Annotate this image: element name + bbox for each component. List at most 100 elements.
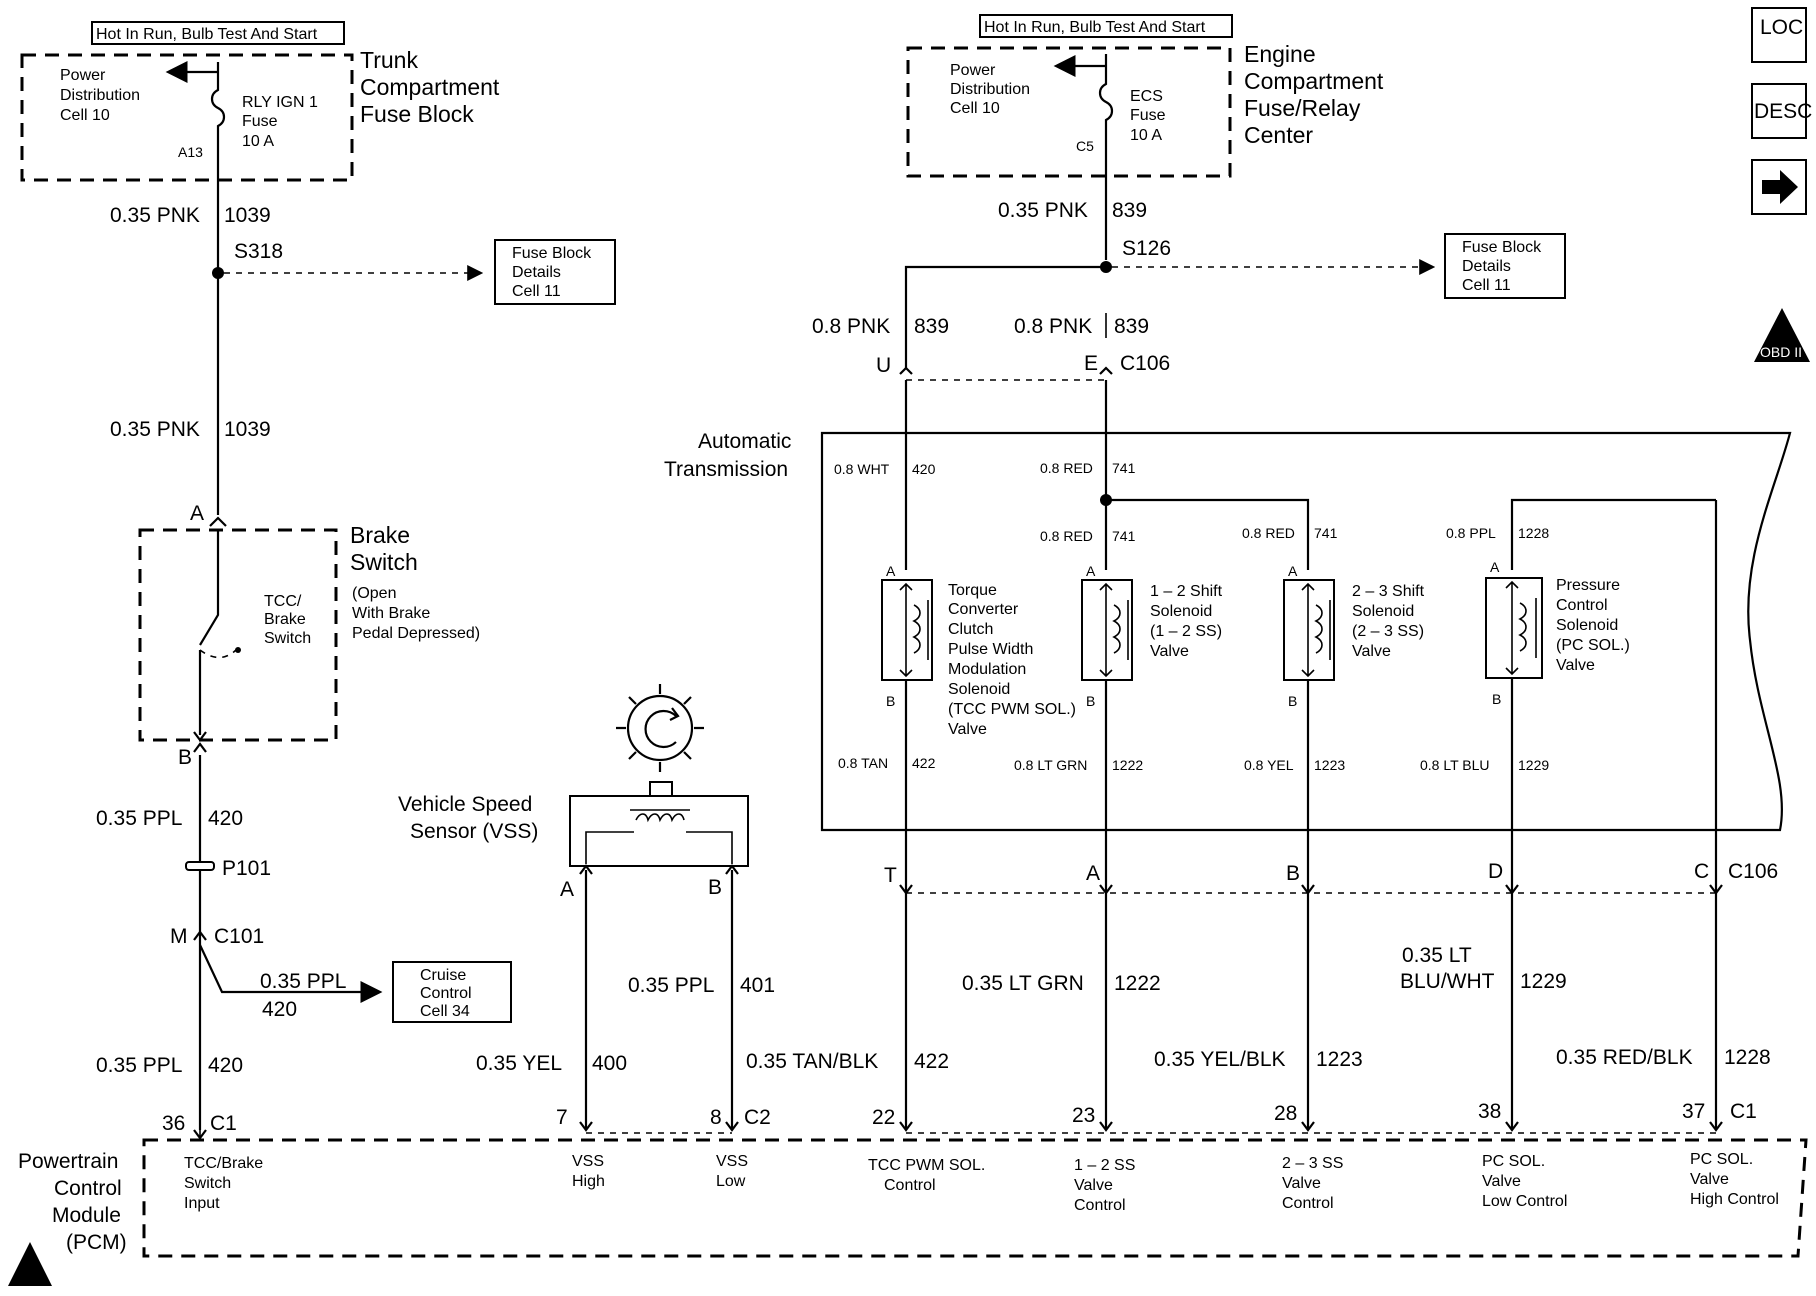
svg-text:Solenoid: Solenoid <box>1352 603 1414 620</box>
svg-text:Input: Input <box>184 1195 220 1212</box>
svg-text:Automatic: Automatic <box>698 430 791 453</box>
svg-text:VSS: VSS <box>572 1153 604 1170</box>
tcc-pwm-solenoid: A B Torque Converter Clutch Pulse Width … <box>881 563 1076 738</box>
esd-warning-icon <box>8 1242 52 1286</box>
svg-text:DESC: DESC <box>1754 100 1812 123</box>
nav-icons: LOC DESC OBD II <box>1751 7 1812 362</box>
svg-text:U: U <box>876 354 891 377</box>
svg-text:741: 741 <box>1112 528 1136 544</box>
svg-text:2 – 3 SS: 2 – 3 SS <box>1282 1155 1343 1172</box>
svg-text:1223: 1223 <box>1316 1048 1363 1071</box>
desc-icon[interactable]: DESC <box>1751 83 1812 139</box>
svg-text:(2 – 3 SS): (2 – 3 SS) <box>1352 623 1424 640</box>
svg-text:1039: 1039 <box>224 204 271 227</box>
c106-lower-connector: T A B D C C106 <box>884 860 1778 895</box>
svg-text:Trunk: Trunk <box>360 47 418 73</box>
brake-switch-outline <box>138 528 338 742</box>
svg-text:(PCM): (PCM) <box>66 1231 127 1254</box>
svg-text:Brake: Brake <box>350 522 410 548</box>
svg-text:(1 – 2 SS): (1 – 2 SS) <box>1150 623 1222 640</box>
svg-text:22: 22 <box>872 1106 895 1129</box>
svg-text:Valve: Valve <box>1556 657 1595 674</box>
svg-text:0.35 YEL: 0.35 YEL <box>476 1052 562 1075</box>
svg-text:Clutch: Clutch <box>948 621 993 638</box>
svg-text:C106: C106 <box>1120 352 1170 375</box>
svg-text:401: 401 <box>740 974 775 997</box>
vehicle-speed-sensor: Vehicle Speed Sensor (VSS) A B 0.35 PPL … <box>398 684 775 1134</box>
svg-text:0.35 YEL/BLK: 0.35 YEL/BLK <box>1154 1048 1286 1071</box>
pcm-outline <box>142 1138 1808 1258</box>
svg-text:1229: 1229 <box>1520 970 1567 993</box>
svg-text:422: 422 <box>912 755 936 771</box>
fuse-symbol-right <box>1098 66 1114 260</box>
svg-text:0.35 PNK: 0.35 PNK <box>998 199 1088 222</box>
svg-text:B: B <box>708 876 722 899</box>
svg-text:Switch: Switch <box>264 630 311 647</box>
next-arrow-icon[interactable] <box>1751 159 1807 215</box>
svg-text:Power: Power <box>950 62 996 79</box>
right-top-circuit: 0.35 PNK 839 S126 Fuse Block Details Cel… <box>812 198 1566 381</box>
svg-text:Distribution: Distribution <box>950 81 1030 98</box>
svg-text:Fuse Block: Fuse Block <box>512 245 592 262</box>
svg-text:0.35 PPL: 0.35 PPL <box>96 1054 182 1077</box>
svg-text:P101: P101 <box>222 857 271 880</box>
svg-text:Center: Center <box>1244 122 1313 148</box>
splice-s318 <box>212 267 224 279</box>
shift-solenoid-2-3: A B 2 – 3 Shift Solenoid (2 – 3 SS) Valv… <box>1283 563 1425 709</box>
svg-text:Fuse: Fuse <box>242 113 278 130</box>
svg-text:Brake: Brake <box>264 611 306 628</box>
svg-text:Valve: Valve <box>1282 1175 1321 1192</box>
svg-text:Cell 11: Cell 11 <box>512 283 561 300</box>
loc-icon[interactable]: LOC <box>1751 7 1807 63</box>
p101-connector <box>185 861 215 871</box>
svg-text:1 – 2 Shift: 1 – 2 Shift <box>1150 583 1223 600</box>
transmission-outline <box>820 431 1792 832</box>
svg-text:Details: Details <box>1462 258 1511 275</box>
svg-text:Solenoid: Solenoid <box>948 681 1010 698</box>
reluctor-wheel-icon <box>626 694 694 762</box>
svg-text:B: B <box>1286 862 1300 885</box>
svg-text:10 A: 10 A <box>242 133 274 150</box>
svg-text:PC SOL.: PC SOL. <box>1482 1153 1545 1170</box>
svg-text:1 – 2 SS: 1 – 2 SS <box>1074 1157 1135 1174</box>
svg-text:420: 420 <box>262 998 297 1021</box>
svg-text:Control: Control <box>1556 597 1608 614</box>
svg-text:Valve: Valve <box>1690 1171 1729 1188</box>
svg-text:C1: C1 <box>1730 1100 1757 1123</box>
svg-text:Fuse Block: Fuse Block <box>360 101 474 127</box>
svg-text:Sensor (VSS): Sensor (VSS) <box>410 820 538 843</box>
vss-body <box>569 795 749 867</box>
svg-text:741: 741 <box>1314 525 1338 541</box>
svg-text:LOC: LOC <box>1760 16 1803 39</box>
svg-text:Cell 11: Cell 11 <box>1462 277 1511 294</box>
svg-text:23: 23 <box>1072 1104 1095 1127</box>
pressure-control-solenoid: A B Pressure Control Solenoid (PC SOL.) … <box>1485 559 1630 707</box>
svg-text:High Control: High Control <box>1690 1191 1779 1208</box>
svg-text:2 – 3 Shift: 2 – 3 Shift <box>1352 583 1425 600</box>
svg-text:Control: Control <box>1282 1195 1334 1212</box>
svg-text:S318: S318 <box>234 240 283 263</box>
svg-text:Engine: Engine <box>1244 41 1316 67</box>
svg-text:Switch: Switch <box>350 549 418 575</box>
svg-text:Valve: Valve <box>1482 1173 1521 1190</box>
svg-text:Switch: Switch <box>184 1175 231 1192</box>
svg-text:Valve: Valve <box>1352 643 1391 660</box>
right-fuse-block: Hot In Run, Bulb Test And Start Power Di… <box>906 14 1384 260</box>
svg-text:1228: 1228 <box>1518 525 1549 541</box>
svg-text:0.8 YEL: 0.8 YEL <box>1244 757 1294 773</box>
svg-text:0.35 PNK: 0.35 PNK <box>110 204 200 227</box>
svg-text:C101: C101 <box>214 925 264 948</box>
svg-text:0.8 RED: 0.8 RED <box>1040 528 1093 544</box>
svg-text:839: 839 <box>1114 315 1149 338</box>
svg-text:7: 7 <box>556 1106 568 1129</box>
svg-text:Vehicle Speed: Vehicle Speed <box>398 793 532 816</box>
hot-label-right: Hot In Run, Bulb Test And Start <box>984 19 1206 36</box>
svg-text:Compartment: Compartment <box>1244 68 1384 94</box>
fuse-symbol-left <box>210 72 226 180</box>
svg-text:10 A: 10 A <box>1130 127 1162 144</box>
svg-text:Fuse/Relay: Fuse/Relay <box>1244 95 1361 121</box>
svg-text:Pulse Width: Pulse Width <box>948 641 1033 658</box>
fuse-details-box-right <box>1444 233 1566 299</box>
svg-text:422: 422 <box>914 1050 949 1073</box>
